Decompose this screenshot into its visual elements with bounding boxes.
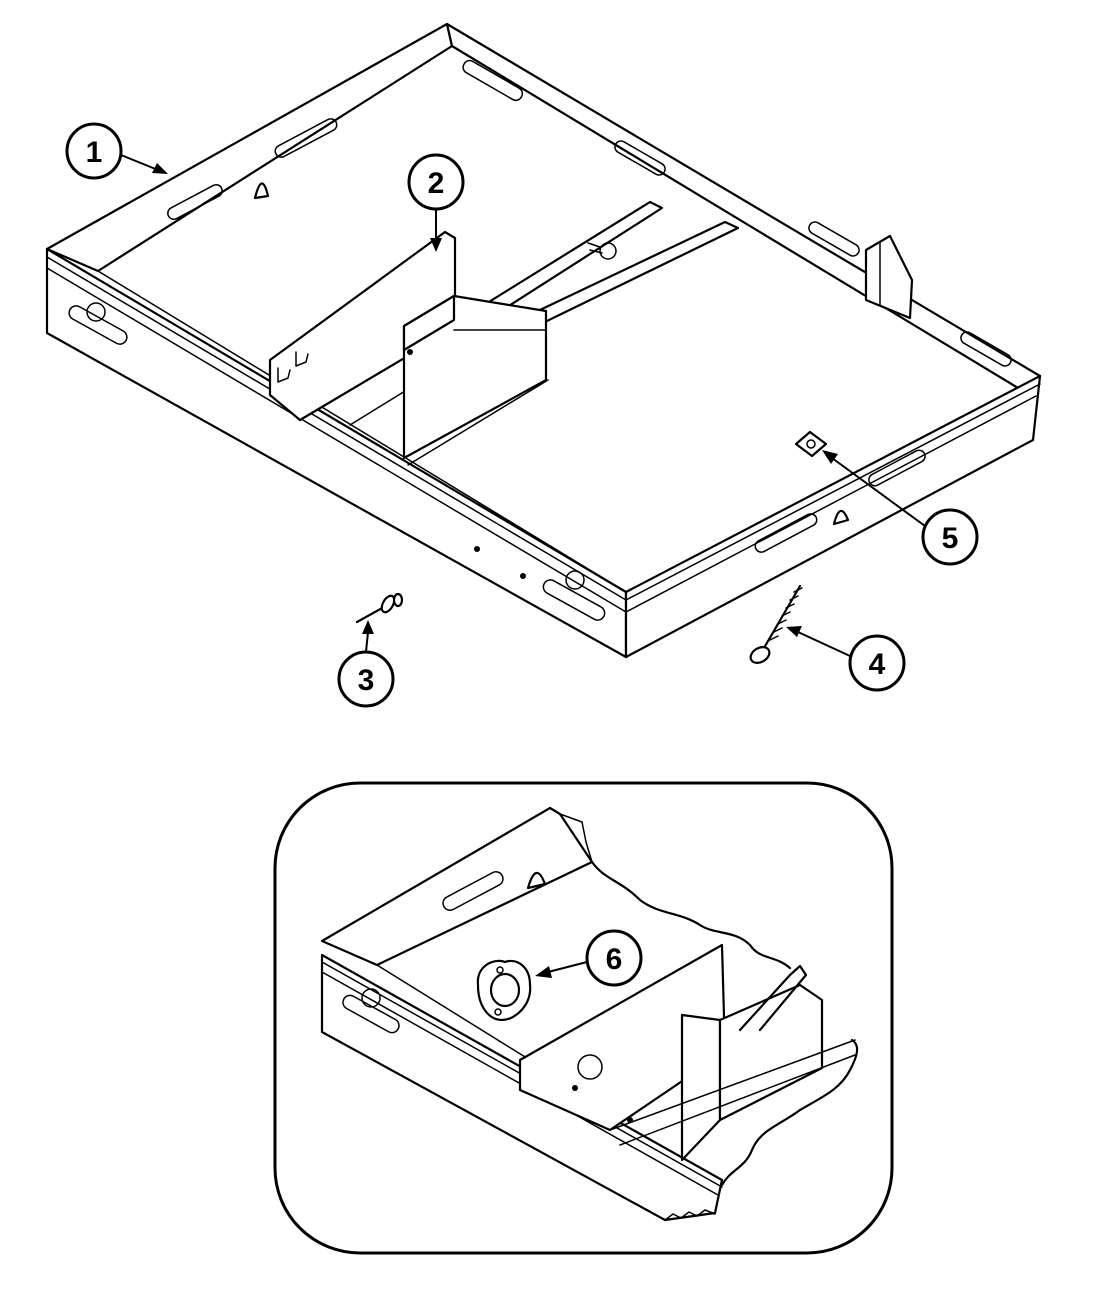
keyhole xyxy=(526,871,547,890)
wall-bracket xyxy=(864,234,914,320)
slot xyxy=(614,140,666,176)
detail-inset: 6 xyxy=(273,781,894,1255)
callout-4-label: 4 xyxy=(869,648,886,681)
torn-edge xyxy=(590,860,792,970)
callout-3: 3 xyxy=(337,620,395,708)
slot xyxy=(274,118,338,158)
inset-back-wall xyxy=(320,806,594,967)
callout-5: 5 xyxy=(822,450,979,566)
slot xyxy=(542,579,606,621)
callout-6-label: 6 xyxy=(606,943,623,976)
callout-5-label: 5 xyxy=(942,522,959,555)
callout-2-label: 2 xyxy=(428,167,445,200)
callout-6: 6 xyxy=(535,929,643,987)
torn-edge xyxy=(720,1038,859,1187)
callout-1: 1 xyxy=(65,122,168,180)
slot xyxy=(167,183,223,221)
divider-panel xyxy=(268,230,548,460)
callout-2: 2 xyxy=(407,153,465,252)
slot xyxy=(442,871,504,911)
slot xyxy=(342,994,400,1034)
callout-1-label: 1 xyxy=(86,136,103,169)
slot xyxy=(462,59,524,102)
square-nut xyxy=(794,430,828,458)
keyhole xyxy=(253,182,270,200)
callout-3-label: 3 xyxy=(358,664,375,697)
slot xyxy=(754,513,818,553)
tray-assembly xyxy=(45,22,1042,659)
slot xyxy=(808,221,860,257)
screw xyxy=(749,584,803,664)
slot xyxy=(960,331,1012,367)
callout-4: 4 xyxy=(786,626,906,692)
slot xyxy=(868,449,926,487)
keyhole xyxy=(832,509,850,526)
rail-screw xyxy=(587,242,617,260)
inset-divider-panel xyxy=(518,943,856,1162)
rivet xyxy=(355,592,404,624)
flanged-bushing xyxy=(476,959,532,1022)
tray-front-right-wall xyxy=(624,374,1042,659)
